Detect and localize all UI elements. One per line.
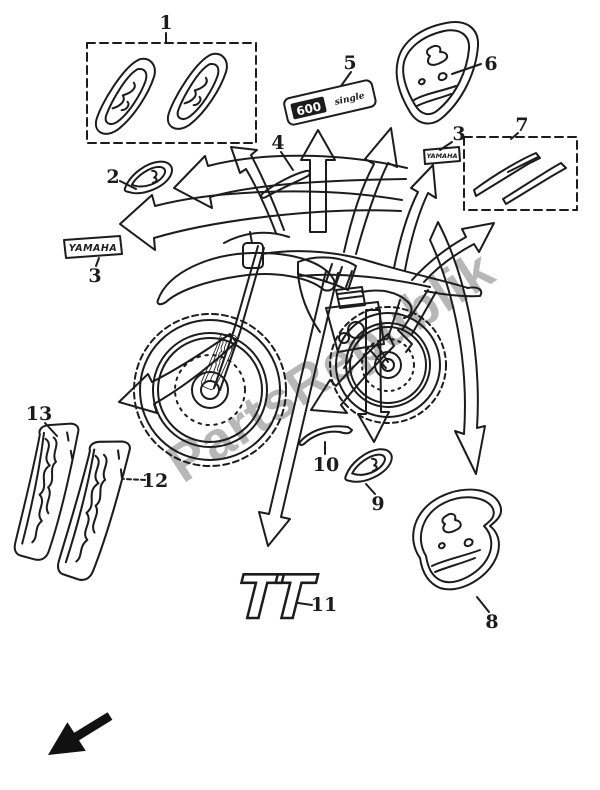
- arrow-down-to-decal-10: [310, 333, 395, 414]
- part-label-6: 6: [484, 53, 497, 75]
- part-label-13: 13: [26, 403, 52, 425]
- leader-line-3-right: [439, 141, 453, 151]
- arrow-up-to-yamaha-right: [393, 164, 437, 271]
- decal-13: 13: [12, 403, 80, 564]
- part-label-10: 10: [313, 454, 339, 476]
- part-label-11: 11: [311, 594, 337, 616]
- direction-arrow: [48, 712, 113, 755]
- arrow-down-to-emblem-11: [258, 270, 339, 547]
- yamaha-sticker-right: YAMAHA 3: [423, 123, 466, 165]
- part-label-2: 2: [106, 166, 119, 188]
- emblem-600: 600 single: [283, 79, 377, 126]
- leader-line-13: [44, 422, 58, 437]
- emblem-600-text: 600: [295, 99, 323, 118]
- emblem-600-subtext: single: [334, 91, 366, 108]
- stripe-decal-left: [473, 152, 541, 197]
- arrow-up-to-emblem-5: [300, 129, 336, 233]
- kit-box-1: 1: [86, 12, 257, 145]
- arrow-up-to-box-7: [411, 222, 495, 283]
- leader-line-2: [119, 180, 137, 190]
- kit-box-7: 7: [463, 114, 578, 211]
- arrows: [118, 127, 495, 547]
- leader-line-7: [510, 132, 519, 140]
- part-label-3-left: 3: [88, 265, 101, 287]
- arrow-left-to-yamaha-left: [119, 190, 403, 251]
- yamaha-sticker-right-text: YAMAHA: [426, 152, 457, 160]
- rear-wheel: [329, 306, 447, 424]
- decal-9: 9: [340, 446, 396, 515]
- stripe-decal-right: [502, 162, 567, 205]
- front-wheel: [133, 313, 287, 467]
- leader-line-6: [451, 63, 482, 75]
- leader-line-5: [340, 71, 352, 87]
- leader-line-4: [280, 151, 294, 171]
- emblem-tt-text: TT: [229, 563, 322, 633]
- decal-8: 8: [412, 488, 502, 633]
- part-label-12: 12: [142, 470, 168, 492]
- motorcycle-drawing: [133, 231, 483, 467]
- part-label-8: 8: [485, 611, 498, 633]
- front-fender: [156, 251, 336, 306]
- decal-4: 4: [260, 132, 311, 199]
- part-label-7: 7: [515, 114, 528, 136]
- part-label-5: 5: [343, 52, 356, 74]
- engine: [325, 286, 413, 369]
- decal-12: 12: [55, 434, 168, 585]
- arrow-down-to-decal-8: [429, 221, 486, 475]
- leader-line-9: [365, 483, 376, 495]
- decal-2: 2: [106, 159, 176, 197]
- decal-6: 6: [395, 21, 498, 125]
- arrow-up-to-box-1: [230, 146, 285, 234]
- leader-line-11: [297, 602, 313, 606]
- part-label-3-right: 3: [452, 123, 465, 145]
- part-label-1: 1: [159, 12, 172, 34]
- decal-1-right: [162, 44, 233, 140]
- leader-line-12: [123, 478, 146, 481]
- arrow-up-to-decal-6: [343, 127, 398, 255]
- yamaha-sticker-left: YAMAHA 3: [63, 235, 123, 287]
- decal-10: 10: [298, 425, 353, 476]
- arrow-down-to-decal-9: [357, 309, 390, 443]
- yamaha-sticker-left-text: YAMAHA: [69, 243, 117, 254]
- part-label-4: 4: [271, 132, 284, 154]
- emblem-tt: TT 11: [227, 562, 337, 635]
- decal-1-left: [90, 49, 161, 145]
- arrow-down-to-fork-decals: [118, 333, 237, 414]
- frame-and-bodywork: [261, 250, 483, 335]
- leader-line-8: [476, 596, 490, 613]
- leader-line-3-left: [95, 257, 100, 267]
- arrow-left-to-decal-2: [173, 154, 408, 209]
- part-label-9: 9: [371, 493, 384, 515]
